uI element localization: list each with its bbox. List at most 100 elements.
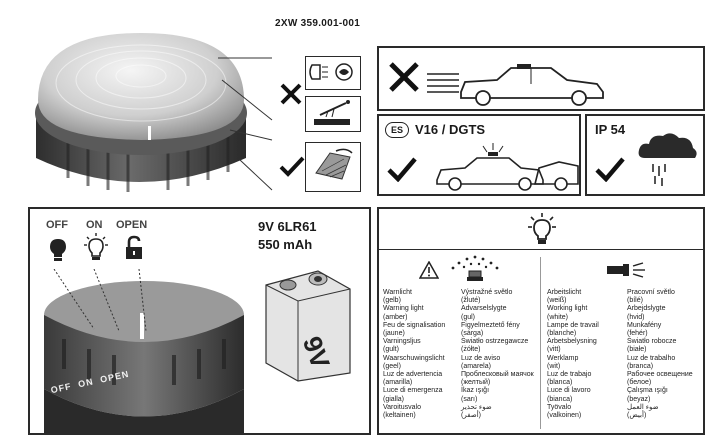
legend-entry: Arbejdslygte bbox=[627, 305, 666, 313]
bulb-on-icon bbox=[528, 213, 556, 244]
legend-col-warning-2: Výstražné světlo(žluté)Advarselslygte(gu… bbox=[461, 289, 534, 420]
check-icon bbox=[279, 156, 305, 177]
legend-entry: Luz de aviso bbox=[461, 354, 501, 362]
legend-entry: Waarschuwingslicht bbox=[383, 354, 445, 362]
legend-entry: Working light bbox=[547, 305, 588, 313]
legend-entry: (valkoinen) bbox=[547, 412, 582, 420]
panel-light-legend: Warnlicht(gelb)Warning light(amber)Feu d… bbox=[377, 207, 705, 435]
9v-battery-illustration bbox=[265, 270, 351, 382]
cross-icon bbox=[280, 83, 302, 105]
cloth-icon bbox=[315, 148, 353, 180]
legend-entry: (amarilla) bbox=[383, 379, 413, 387]
country-badge: ES bbox=[385, 122, 409, 138]
panel-ip54: IP 54 bbox=[585, 114, 705, 196]
open-label: OPEN bbox=[116, 219, 148, 231]
legend-header-rule bbox=[379, 249, 703, 250]
legend-entry: (желтый) bbox=[461, 379, 491, 387]
legend-entry: Luz de trabajo bbox=[547, 371, 592, 379]
legend-entry: (branca) bbox=[627, 362, 654, 370]
legend-entry: ضوء العمل bbox=[627, 403, 659, 411]
legend-entry: Varoitusvalo bbox=[383, 403, 422, 411]
legend-entry: Lampe de travail bbox=[547, 321, 599, 329]
check-icon bbox=[595, 157, 625, 182]
legend-entry: (beyaz) bbox=[627, 395, 651, 403]
legend-entry: (amarela) bbox=[461, 362, 491, 370]
flashlight-icon bbox=[607, 262, 645, 278]
beacon-lamp-illustration bbox=[35, 33, 247, 192]
off-label: OFF bbox=[46, 219, 68, 231]
legend-entry: Luce di emergenza bbox=[383, 387, 443, 395]
legend-entry: (żółte) bbox=[461, 346, 481, 354]
legend-entry: Światło robocze bbox=[627, 338, 677, 346]
legend-entry: (أصفر) bbox=[461, 412, 481, 420]
legend-entry: Рабочее освещение bbox=[627, 371, 693, 379]
legend-entry: Проблесковый маячок bbox=[461, 371, 534, 379]
panel-spain-v16: ES V16 / DGTS bbox=[377, 114, 581, 196]
legend-entry: (gult) bbox=[383, 346, 399, 354]
legend-entry: (białe) bbox=[627, 346, 647, 354]
legend-entry: ضوء تحذير bbox=[461, 403, 492, 411]
callout-dim-light bbox=[305, 56, 361, 90]
spray-icon bbox=[314, 100, 350, 125]
legend-entry: (أبيض) bbox=[627, 412, 647, 420]
legend-entry: (blanca) bbox=[547, 379, 573, 387]
unlock-icon bbox=[126, 235, 142, 259]
legend-entry: Varningsljus bbox=[383, 338, 421, 346]
legend-entry: Feu de signalisation bbox=[383, 321, 446, 329]
legend-entry: Warnlicht bbox=[383, 289, 412, 296]
panel-modes-battery: OFF ON OPEN OFF ON OPEN 9V 6LR6 bbox=[28, 207, 371, 435]
legend-entry: (fehér) bbox=[627, 330, 648, 338]
car-with-beacon-icon bbox=[427, 64, 604, 106]
legend-entry: Werklamp bbox=[547, 354, 579, 362]
legend-entry: Arbeitslicht bbox=[547, 289, 582, 296]
legend-entry: Työvalo bbox=[547, 403, 572, 411]
legend-entry: Výstražné světlo bbox=[461, 289, 513, 296]
legend-entry: (weiß) bbox=[547, 297, 567, 305]
flashing-beacon-icon bbox=[451, 255, 499, 281]
battery-voltage: 9V 6LR61 bbox=[258, 219, 317, 234]
legend-entry: Światło ostrzegawcze bbox=[461, 338, 529, 346]
legend-entry: (žluté) bbox=[461, 297, 481, 305]
bulb-on-icon bbox=[84, 233, 108, 260]
legend-entry: (keltainen) bbox=[383, 412, 416, 420]
legend-entry: Warning light bbox=[383, 305, 424, 313]
legend-entry: Luz de advertencia bbox=[383, 371, 443, 379]
legend-entry: Çalışma ışığı bbox=[627, 387, 668, 395]
legend-entry: (sárga) bbox=[461, 330, 484, 338]
legend-entry: Luz de trabalho bbox=[627, 354, 676, 362]
legend-entry: (gialla) bbox=[383, 395, 405, 403]
warning-triangle-icon bbox=[419, 261, 439, 279]
legend-entry: (white) bbox=[547, 313, 569, 321]
legend-col-work-2: Pracovní světlo(bílé)Arbejdslygte(hvid)M… bbox=[627, 289, 693, 420]
callout-no-wash bbox=[305, 96, 361, 132]
legend-entry: (blanche) bbox=[547, 330, 577, 338]
product-code: 2XW 359.001-001 bbox=[275, 18, 361, 29]
legend-entry: (bílé) bbox=[627, 297, 643, 305]
legend-entry: (hvid) bbox=[627, 313, 645, 321]
breakdown-cars-icon bbox=[436, 143, 579, 191]
legend-entry: (bianca) bbox=[547, 395, 573, 403]
battery-capacity: 550 mAh bbox=[258, 237, 313, 252]
legend-col-warning-1: Warnlicht(gelb)Warning light(amber)Feu d… bbox=[383, 289, 445, 420]
legend-col-work-1: Arbeitslicht(weiß)Working light(white)La… bbox=[547, 289, 599, 420]
check-icon bbox=[387, 157, 417, 182]
legend-entry: (sarı) bbox=[461, 395, 478, 403]
lamp-base-dial-illustration bbox=[44, 269, 244, 434]
legend-entry: (vitt) bbox=[547, 346, 561, 354]
legend-entry: (белое) bbox=[627, 379, 652, 387]
on-label: ON bbox=[86, 219, 103, 231]
legend-entry: (geel) bbox=[383, 362, 401, 370]
legend-entry: İkaz ışığı bbox=[461, 387, 490, 395]
callout-wipe bbox=[305, 142, 361, 192]
legend-entry: Pracovní světlo bbox=[627, 289, 675, 296]
rain-cloud-icon bbox=[638, 133, 697, 186]
panel-not-substitute bbox=[377, 46, 705, 111]
ip-title: IP 54 bbox=[595, 122, 626, 137]
legend-entry: Luce di lavoro bbox=[547, 387, 591, 395]
cross-icon bbox=[389, 62, 419, 92]
legend-entry: Arbetsbelysning bbox=[547, 338, 597, 346]
legend-entry: (wit) bbox=[547, 362, 561, 370]
legend-column-divider bbox=[540, 257, 541, 429]
legend-entry: Munkafény bbox=[627, 321, 662, 329]
